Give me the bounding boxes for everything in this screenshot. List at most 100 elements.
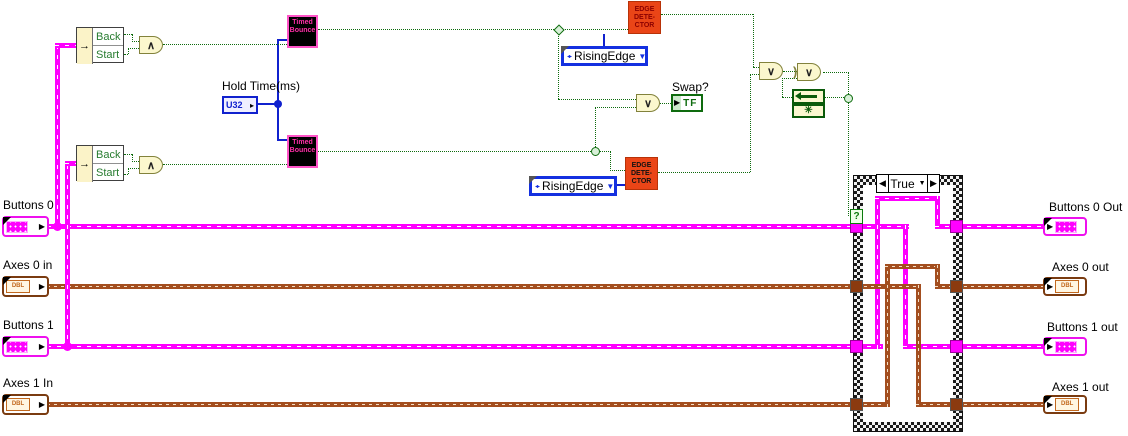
bool-wire[interactable]	[595, 107, 596, 151]
bool-wire[interactable]	[318, 151, 595, 152]
bool-wire[interactable]	[610, 151, 611, 171]
array-wire[interactable]	[47, 402, 857, 407]
bool-wire[interactable]	[595, 107, 636, 108]
enum-value[interactable]: RisingEdge	[574, 49, 636, 63]
case-dropdown-icon[interactable]: ▼	[918, 180, 926, 187]
case-selector-label[interactable]: ◀ True▼ ▶	[876, 174, 940, 193]
cluster-wire[interactable]	[903, 344, 957, 349]
cluster-wire[interactable]	[935, 196, 940, 229]
tunnel[interactable]	[950, 398, 963, 411]
tunnel[interactable]	[850, 398, 863, 411]
buttons-0-out-terminal[interactable]: ▶	[1043, 217, 1087, 236]
cluster-wire[interactable]	[857, 344, 883, 349]
bool-wire[interactable]	[128, 48, 139, 49]
numeric-wire[interactable]	[277, 139, 287, 141]
array-wire[interactable]	[916, 402, 957, 407]
bool-wire[interactable]	[753, 67, 759, 68]
bool-wire[interactable]	[124, 174, 128, 175]
bool-wire[interactable]	[750, 74, 759, 75]
case-selector-terminal[interactable]: ?	[850, 209, 863, 224]
unbundle-field-start[interactable]: Start	[96, 49, 120, 61]
bool-wire[interactable]	[782, 78, 797, 79]
array-wire[interactable]	[916, 284, 921, 407]
bool-wire[interactable]	[848, 72, 849, 98]
array-wire[interactable]	[957, 284, 1045, 289]
bool-wire[interactable]	[558, 99, 636, 100]
cluster-wire[interactable]	[875, 196, 880, 349]
unbundle-field-back[interactable]: Back	[93, 146, 123, 164]
cluster-wire[interactable]	[875, 196, 940, 201]
feedback-node[interactable]	[792, 89, 825, 104]
bool-wire[interactable]	[318, 29, 628, 30]
bool-wire[interactable]	[132, 161, 139, 162]
hold-time-u32-control[interactable]: U32 ▸	[222, 96, 258, 114]
cluster-wire[interactable]	[65, 161, 76, 166]
cluster-wire[interactable]	[47, 224, 857, 229]
edge-detector-subvi[interactable]: EDGE DETE- CTOR	[625, 157, 658, 190]
bool-wire[interactable]	[823, 72, 849, 73]
bool-wire[interactable]	[558, 29, 559, 99]
axes-0-in-terminal[interactable]: DBL ▶	[2, 276, 49, 297]
timed-bounce-subvi[interactable]: Timed Bounce	[287, 15, 318, 48]
array-wire[interactable]	[957, 402, 1045, 407]
array-wire[interactable]	[47, 284, 857, 289]
numeric-wire[interactable]	[277, 40, 279, 140]
bool-wire[interactable]	[124, 54, 128, 55]
numeric-wire[interactable]	[617, 184, 625, 186]
cluster-wire[interactable]	[55, 43, 60, 229]
axes-0-out-terminal[interactable]: ▶ DBL	[1043, 277, 1087, 296]
array-wire[interactable]	[935, 284, 957, 289]
rising-edge-enum[interactable]: ◂▸ RisingEdge ▼	[561, 46, 648, 66]
bool-wire[interactable]	[782, 78, 783, 97]
enum-dropdown-icon[interactable]: ▼	[606, 181, 615, 191]
bool-wire[interactable]	[782, 97, 792, 98]
edge-detector-subvi[interactable]: EDGE DETE- CTOR	[628, 1, 661, 34]
numeric-wire[interactable]	[603, 34, 605, 46]
unbundle-by-name-node[interactable]: → Back Start	[76, 27, 124, 64]
numeric-wire[interactable]	[258, 103, 278, 105]
bool-wire[interactable]	[658, 172, 750, 173]
tunnel[interactable]	[950, 280, 963, 293]
axes-1-in-terminal[interactable]: DBL ▶	[2, 394, 49, 415]
bool-wire[interactable]	[610, 170, 625, 171]
tunnel[interactable]	[850, 340, 863, 353]
unbundle-field-start[interactable]: Start	[96, 167, 120, 179]
or-gate[interactable]: ∨	[759, 62, 783, 80]
bool-wire[interactable]	[783, 71, 797, 72]
cluster-wire[interactable]	[47, 344, 857, 349]
bool-wire[interactable]	[124, 34, 132, 35]
and-gate[interactable]: ∧	[139, 156, 163, 174]
buttons-1-terminal[interactable]: ▶	[2, 336, 49, 357]
case-selector-value[interactable]: True	[890, 176, 915, 191]
cluster-wire[interactable]	[55, 43, 76, 48]
enum-increment-icon[interactable]: ◂▸	[567, 53, 572, 60]
bool-wire[interactable]	[128, 168, 129, 174]
enum-dropdown-icon[interactable]: ▼	[638, 51, 647, 61]
bool-wire[interactable]	[661, 14, 753, 15]
tunnel[interactable]	[850, 280, 863, 293]
array-wire[interactable]	[885, 264, 890, 407]
unbundle-by-name-node[interactable]: → Back Start	[76, 145, 124, 182]
bool-wire[interactable]	[750, 75, 751, 172]
cluster-wire[interactable]	[857, 224, 909, 229]
bool-wire[interactable]	[848, 98, 849, 216]
numeric-wire[interactable]	[277, 39, 287, 41]
bool-wire[interactable]	[163, 44, 287, 45]
bool-wire[interactable]	[128, 168, 139, 169]
xor-gate[interactable]: ) ∨	[793, 63, 821, 81]
unbundle-field-back[interactable]: Back	[93, 28, 123, 46]
tunnel[interactable]	[950, 340, 963, 353]
enum-value[interactable]: RisingEdge	[542, 179, 604, 193]
and-gate[interactable]: ∧	[139, 36, 163, 54]
cluster-wire[interactable]	[65, 161, 70, 349]
buttons-1-out-terminal[interactable]: ▶	[1043, 337, 1087, 356]
bool-wire[interactable]	[128, 48, 129, 54]
tunnel[interactable]	[950, 220, 963, 233]
case-next-arrow-icon[interactable]: ▶	[927, 175, 939, 192]
buttons-0-terminal[interactable]: ▶	[2, 216, 49, 237]
feedback-initializer[interactable]: ✳	[792, 104, 825, 118]
bool-wire[interactable]	[595, 151, 611, 152]
rising-edge-enum[interactable]: ◂▸ RisingEdge ▼	[529, 176, 617, 196]
bool-wire[interactable]	[132, 41, 139, 42]
array-wire[interactable]	[885, 264, 940, 269]
